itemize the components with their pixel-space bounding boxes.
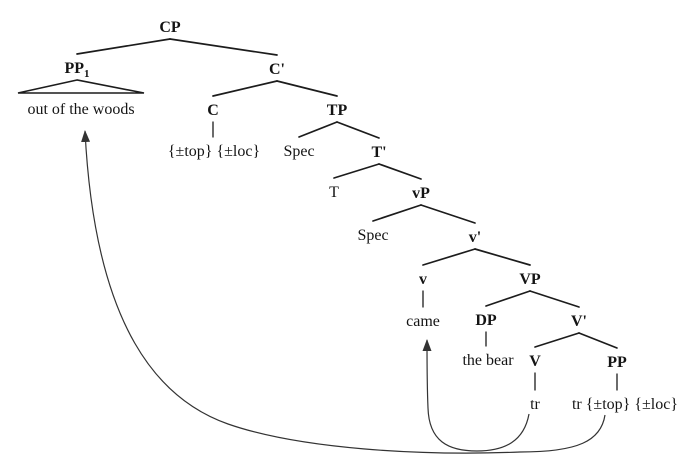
tree-edge-vp-vbar — [420, 204, 476, 224]
node-label: out of the woods — [27, 101, 135, 118]
tree-node-t: T — [329, 184, 339, 201]
node-label: T — [329, 184, 339, 201]
tree-node-tr-pp: tr {±top} {±loc} — [572, 396, 678, 413]
tree-edge-tp-tbar — [336, 121, 380, 139]
node-label: PP — [64, 60, 85, 77]
tree-edge-cp-cbar — [169, 38, 278, 56]
node-label: Spec — [283, 143, 315, 160]
tree-edge-cbar-tp — [276, 80, 338, 97]
tree-node-cp: CP — [159, 19, 180, 36]
tree-node-specvp: Spec — [357, 227, 388, 244]
tree-node-spectp: Spec — [283, 143, 314, 160]
node-label: PP — [607, 354, 627, 371]
tree-node-tbar: T' — [371, 144, 386, 161]
tree-node-v: v — [419, 271, 427, 288]
movement-arrow-v-movement — [422, 339, 530, 452]
tree-node-cbar: C' — [269, 61, 285, 78]
triangle-edge-pp1 — [17, 79, 145, 94]
tree-edge-vp-dp — [485, 290, 531, 307]
node-label: CP — [159, 19, 181, 36]
tree-edge-vp-specvp — [372, 204, 422, 222]
node-label: v — [419, 271, 427, 288]
tree-node-dp: DP — [475, 312, 496, 329]
tree-node-vbar: V' — [571, 313, 587, 330]
node-label: C' — [269, 61, 285, 78]
tree-edge-tp-spectp — [298, 121, 338, 138]
node-label: tr {±top} {±loc} — [571, 396, 679, 413]
tree-edge-cp-pp1 — [76, 38, 171, 55]
tree-edge-vbar-v — [422, 248, 476, 266]
node-label: the bear — [462, 352, 514, 369]
node-label: {±top} {±loc} — [167, 143, 261, 160]
node-label: Spec — [357, 227, 389, 244]
node-label: DP — [475, 312, 497, 329]
tree-node-pp: PP — [607, 354, 627, 371]
movement-arrow-pp-movement — [81, 130, 606, 454]
tree-node-v: V — [529, 353, 541, 370]
node-label: C — [207, 102, 219, 119]
node-label: vP — [412, 185, 430, 202]
tree-node-out-woods: out of the woods — [27, 101, 134, 118]
node-label: VP — [519, 271, 541, 288]
tree-edge-vbar-v — [534, 332, 580, 348]
tree-node-vp: vP — [412, 185, 430, 202]
tree-edge-vbar-pp — [578, 332, 618, 349]
node-label: V — [529, 353, 541, 370]
tree-node-tr-v: tr — [530, 396, 540, 413]
tree-node-c: C — [207, 102, 219, 119]
node-label: came — [406, 313, 440, 330]
tree-node-c-feat: {±top} {±loc} — [168, 143, 260, 160]
tree-node-vp: VP — [519, 271, 540, 288]
tree-edge-tbar-vp — [378, 163, 422, 180]
node-label: V' — [571, 313, 587, 330]
tree-edge-tbar-t — [333, 163, 380, 179]
tree-node-came: came — [406, 313, 440, 330]
tree-edge-vbar-vp — [474, 248, 531, 266]
node-label: TP — [326, 102, 348, 119]
tree-node-the-bear: the bear — [462, 352, 513, 369]
node-label: T' — [371, 144, 387, 161]
tree-node-pp1: PP1 — [64, 60, 90, 81]
node-label: tr — [530, 396, 540, 413]
tree-edge-vp-vbar — [529, 290, 580, 308]
tree-edge-cbar-c — [212, 80, 278, 97]
tree-node-vbar: v' — [469, 229, 481, 246]
node-label: v' — [468, 229, 482, 246]
node-label-subscript: 1 — [84, 68, 90, 81]
tree-node-tp: TP — [327, 102, 347, 119]
